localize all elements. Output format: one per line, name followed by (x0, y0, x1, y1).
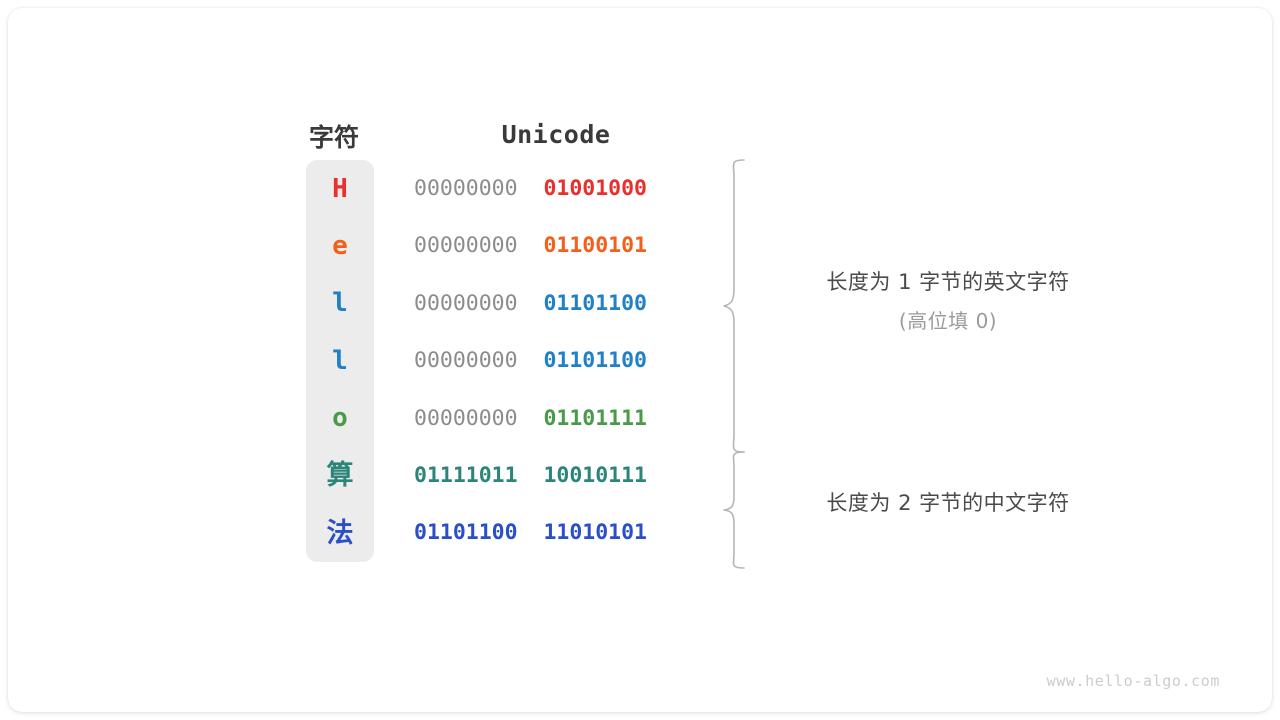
byte-low: 01001000 (543, 175, 648, 201)
row-character: e (332, 231, 348, 262)
row-unicode-bits: 00000000 01101100 (414, 350, 704, 372)
row-character: l (332, 288, 348, 319)
character-column-track (306, 160, 374, 562)
byte-separator (518, 291, 544, 316)
byte-separator (518, 463, 544, 488)
row-character: l (332, 345, 348, 376)
byte-separator (518, 348, 544, 373)
row-character: 法 (326, 517, 354, 549)
byte-high: 00000000 (414, 405, 518, 431)
table-row: l 00000000 01101100 (8, 332, 1272, 389)
annotation-english-sub: (高位填 0) (898, 309, 998, 333)
row-character: o (332, 403, 348, 434)
table-row: H 00000000 01001000 (8, 160, 1272, 217)
byte-separator (518, 233, 544, 258)
byte-low: 11010101 (543, 520, 648, 546)
byte-low: 10010111 (543, 462, 648, 488)
row-unicode-bits: 01111011 10010111 (414, 465, 704, 487)
table-row: 算 01111011 10010111 (8, 447, 1272, 504)
byte-high: 01111011 (414, 462, 518, 488)
byte-low: 01101100 (543, 348, 648, 374)
byte-separator (518, 406, 544, 431)
figure-card: 字符 Unicode H 00000000 01001000 e 00000000 0… (8, 8, 1272, 712)
byte-separator (518, 176, 544, 201)
byte-low: 01100101 (543, 233, 648, 259)
row-character: H (332, 173, 348, 204)
column-header-character: 字符 (308, 124, 359, 152)
byte-high: 00000000 (414, 348, 518, 374)
table-row: e 00000000 01100101 (8, 217, 1272, 274)
row-unicode-bits: 00000000 01101100 (414, 290, 704, 316)
table-row: o 00000000 01101111 (8, 390, 1272, 447)
watermark-url: www.hello-algo.com (1046, 672, 1220, 690)
annotation-chinese: 长度为 2 字节的中文字符 (668, 487, 1228, 517)
annotation-english-main: 长度为 1 字节的英文字符 (826, 270, 1070, 294)
byte-separator (518, 520, 544, 545)
brace-english (723, 159, 745, 453)
annotation-chinese-main: 长度为 2 字节的中文字符 (826, 491, 1070, 515)
column-header-unicode: Unicode (501, 120, 611, 149)
byte-low: 01101111 (543, 405, 648, 431)
byte-high: 00000000 (414, 290, 518, 316)
row-character: 算 (326, 460, 354, 492)
table-row: 法 01101100 11010101 (8, 504, 1272, 561)
brace-chinese (723, 451, 745, 569)
byte-high: 01101100 (414, 520, 518, 546)
byte-high: 00000000 (414, 175, 518, 201)
encoding-row-list: H 00000000 01001000 e 00000000 01100101 l 000… (8, 160, 1272, 562)
row-unicode-bits: 00000000 01101111 (414, 405, 704, 431)
byte-high: 00000000 (414, 233, 518, 259)
byte-low: 01101100 (543, 290, 648, 316)
row-unicode-bits: 00000000 01001000 (414, 178, 704, 200)
annotation-english: 长度为 1 字节的英文字符 (高位填 0) (668, 266, 1228, 334)
row-unicode-bits: 01101100 11010101 (414, 522, 704, 544)
table-row: l 00000000 01101100 (8, 275, 1272, 332)
row-unicode-bits: 00000000 01100101 (414, 235, 704, 257)
unicode-encoding-diagram: 字符 Unicode H 00000000 01001000 e 00000000 0… (8, 8, 1272, 712)
